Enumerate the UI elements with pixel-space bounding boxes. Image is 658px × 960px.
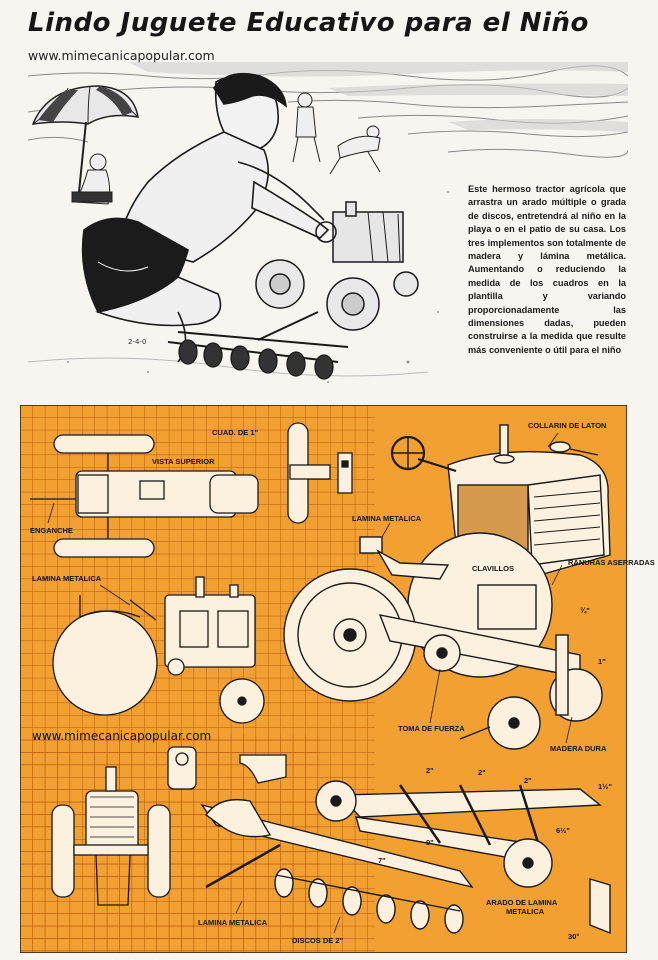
dim-two-c: 2" xyxy=(524,776,532,785)
dim-two-a: 2" xyxy=(426,766,434,775)
label-plow-line1: ARADO DE LAMINA xyxy=(486,898,558,907)
label-hardwood: MADERA DURA xyxy=(550,744,607,753)
dim-one: 1" xyxy=(598,657,606,666)
front-view-drawing xyxy=(51,766,171,906)
label-brass-collar: COLLARIN DE LATON xyxy=(528,421,607,430)
website-url-plans: www.mimecanicapopular.com xyxy=(32,729,212,743)
intro-paragraph: Este hermoso tractor agrícola que arrast… xyxy=(468,184,626,355)
label-plow-line2: METALICA xyxy=(506,907,545,916)
side-view-drawing xyxy=(52,576,265,724)
leader-lines xyxy=(47,432,573,934)
label-discs: DISCOS DE 2" xyxy=(292,936,344,945)
label-top-view: VISTA SUPERIOR xyxy=(152,457,215,466)
isometric-tractor-drawing xyxy=(283,424,611,750)
toy-tractor-illustration xyxy=(255,201,419,331)
label-sheet-metal-center: LAMINA METALICA xyxy=(352,514,422,523)
beach-umbrella xyxy=(31,85,139,203)
beach-illustration: 2-4-0 xyxy=(28,62,628,383)
dim-three-quarter: ¾" xyxy=(580,606,590,615)
label-hitch: ENGANCHE xyxy=(30,526,73,535)
disc-harrow-drawing xyxy=(200,798,474,934)
sea-shading xyxy=(128,62,628,132)
label-power-takeoff: TOMA DE FUERZA xyxy=(398,724,465,733)
boy-kneeling xyxy=(81,72,330,363)
plow-drawing xyxy=(315,780,611,935)
dim-two-b: 2" xyxy=(478,768,486,777)
label-sawn-slots: RANURAS ASERRADAS xyxy=(568,558,655,567)
page-title: Lindo Juguete Educativo para el Niño xyxy=(28,8,589,38)
dim-nine: 9" xyxy=(426,838,434,847)
artist-signature: 2-4-0 xyxy=(128,338,146,346)
dim-seven: 7" xyxy=(378,856,386,865)
top-view-drawing xyxy=(30,434,259,558)
construction-plans xyxy=(20,405,627,953)
label-pins: CLAVILLOS xyxy=(472,564,514,573)
dim-six-half: 6½" xyxy=(556,826,570,835)
label-grid-scale: CUAD. DE 1" xyxy=(212,428,259,437)
website-url-top: www.mimecanicapopular.com xyxy=(28,48,215,63)
dim-thirty: 30° xyxy=(568,932,580,941)
small-parts-middle xyxy=(167,746,287,790)
small-child-left xyxy=(71,153,113,205)
label-sheet-metal-bottom: LAMINA METALICA xyxy=(198,918,268,927)
label-sheet-metal-left: LAMINA METALICA xyxy=(32,574,102,583)
disc-harrow-illustration xyxy=(167,311,349,380)
small-parts-top xyxy=(287,422,353,524)
dim-one-half: 1½" xyxy=(598,782,612,791)
background-children xyxy=(292,92,381,175)
